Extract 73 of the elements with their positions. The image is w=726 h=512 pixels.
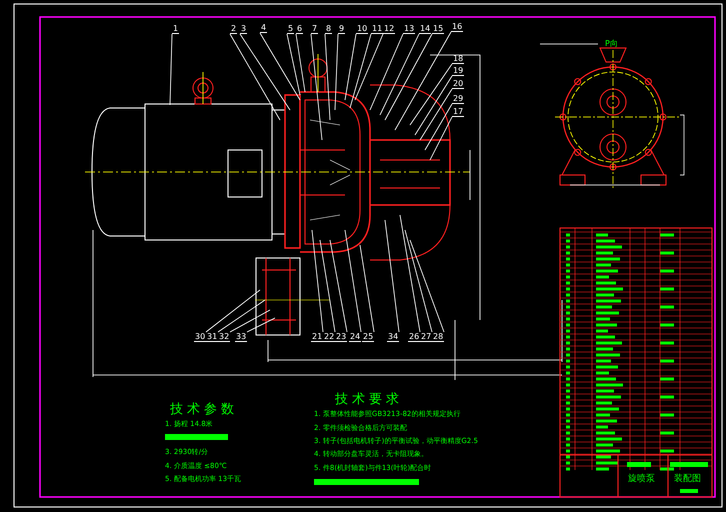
callout-number: 7	[311, 24, 318, 34]
callout-number: 27	[420, 332, 432, 342]
callout-number: 28	[432, 332, 444, 342]
callout-number: 14	[419, 24, 432, 34]
leader-line	[370, 34, 404, 110]
leader-line	[206, 290, 260, 332]
leader-line	[430, 116, 452, 160]
leader-line	[400, 214, 420, 332]
leader-line	[420, 88, 452, 140]
leader-line	[360, 244, 374, 332]
title-text: 装配图	[674, 472, 701, 485]
leader-line	[384, 34, 432, 120]
leader-line	[344, 230, 362, 332]
leader-line	[240, 34, 290, 110]
leader-line	[312, 230, 324, 332]
callout-number: 1	[172, 24, 180, 34]
leader-line	[414, 76, 452, 136]
callout-number: 18	[452, 54, 464, 64]
callout-number: 15	[432, 24, 444, 34]
callout-number: 22	[323, 332, 336, 342]
callout-number: 33	[235, 332, 248, 342]
leader-line	[394, 32, 452, 130]
leader-line	[334, 34, 338, 110]
title-text: 旋喷泵	[628, 472, 655, 485]
callout-number: 16	[451, 22, 464, 32]
leader-line	[410, 64, 452, 126]
callout-number: 9	[338, 24, 346, 34]
callout-number: 3	[240, 24, 248, 34]
callout-number: 34	[387, 332, 400, 342]
leader-line	[424, 104, 452, 150]
leader-line	[380, 34, 420, 116]
callout-number: 6	[296, 24, 304, 34]
callout-number: 21	[311, 332, 324, 342]
callout-number: 19	[452, 66, 464, 76]
callout-number: 12	[383, 24, 396, 34]
callout-number: 2	[230, 24, 238, 34]
view-label: P向	[605, 38, 618, 49]
leader-line	[260, 32, 300, 100]
leader-line	[404, 230, 432, 332]
leader-line	[384, 220, 400, 332]
leader-line	[246, 318, 276, 332]
callout-number: 31	[206, 332, 218, 342]
callout-number: 5	[287, 24, 294, 34]
leader-line	[324, 34, 330, 120]
callout-number: 25	[362, 332, 374, 342]
leader-line	[218, 300, 266, 332]
leader-line	[286, 34, 300, 96]
callout-number: 26	[408, 332, 420, 342]
leader-line	[230, 310, 270, 332]
leader-line	[330, 240, 348, 332]
leader-line	[320, 240, 336, 332]
callout-number: 32	[218, 332, 230, 342]
section-heading: 技术参数	[170, 401, 238, 418]
callout-number: 8	[325, 24, 332, 34]
section-heading: 技术要求	[335, 391, 403, 408]
callout-number: 13	[403, 24, 416, 34]
callout-number: 23	[335, 332, 348, 342]
leader-line	[344, 34, 356, 100]
callout-number: 20	[452, 79, 464, 89]
callout-number: 4	[260, 23, 268, 33]
callout-number: 29	[452, 94, 464, 104]
leader-line	[410, 240, 444, 332]
leader-line	[350, 34, 372, 108]
callout-number: 17	[452, 107, 464, 117]
callout-number: 10	[356, 24, 368, 34]
leader-line	[354, 34, 384, 100]
leader-line	[310, 34, 322, 140]
leader-line	[296, 34, 306, 92]
callout-number: 30	[194, 332, 206, 342]
callout-number: 24	[349, 332, 362, 342]
leader-line	[170, 34, 172, 106]
callout-number: 11	[371, 24, 384, 34]
leader-line	[230, 34, 280, 120]
